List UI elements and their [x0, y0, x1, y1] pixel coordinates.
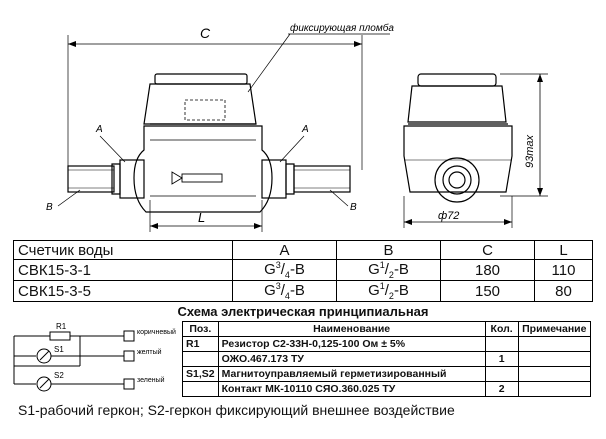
schematic-title: Схема электрическая принципиальная [177, 304, 429, 319]
label-s1: S1 [54, 345, 64, 354]
comp-header-note: Примечание [517, 321, 592, 337]
comp-header-qty: Кол. [484, 321, 519, 337]
circuit-schematic: R1 S1 S2 коричневый желтый зеленый [13, 322, 176, 392]
dim-height-label: 93max [524, 134, 536, 168]
seal-callout: фиксирующая пломба [247, 22, 394, 93]
comp-pos [182, 381, 219, 397]
table-row: ОЖО.467.173 ТУ 1 [182, 351, 592, 367]
comp-qty [484, 366, 519, 382]
spec-model: СВК15-3-5 [13, 280, 233, 302]
spec-thread-b: G1/2-B [336, 259, 441, 281]
wire-green-label: зеленый [137, 376, 165, 384]
footnote: S1-рабочий геркон; S2-геркон фиксирующий… [18, 402, 455, 418]
spec-l: 110 [534, 259, 593, 281]
meter-drawing: C фиксирующая пломба A A [46, 22, 548, 232]
label-a-right: A [301, 124, 309, 135]
spec-header-row: Счетчик воды A B C L [13, 240, 593, 260]
comp-note [517, 366, 592, 382]
comp-header-name: Наименование [217, 321, 486, 337]
table-row: S1,S2 Магнитоуправляемый герметизированн… [182, 366, 592, 382]
spec-header-model: Счетчик воды [13, 240, 233, 260]
dimension-c: C [67, 25, 363, 170]
spec-table: Счетчик воды A B C L СВК15-3-1 G3/4-B G1… [13, 240, 593, 302]
meter-side-view: A A B B [46, 73, 357, 213]
wire-brown-label: коричневый [137, 328, 176, 336]
table-row: СВК15-3-1 G3/4-B G1/2-B 180 110 [13, 259, 593, 281]
spec-c: 180 [440, 259, 535, 281]
comp-note [517, 381, 592, 397]
comp-name: Магнитоуправляемый герметизированный [217, 366, 486, 382]
comp-note [517, 336, 592, 352]
wire-yellow-label: желтый [137, 348, 162, 356]
comp-name: Резистор С2-33Н-0,125-100 Ом ± 5% [217, 336, 486, 352]
dimension-l: L [149, 200, 263, 232]
spec-c: 150 [440, 280, 535, 302]
label-r1: R1 [56, 322, 67, 331]
spec-header-a: A [232, 240, 337, 260]
table-row: R1 Резистор С2-33Н-0,125-100 Ом ± 5% [182, 336, 592, 352]
table-row: Контакт МК-10110 СЯО.360.025 ТУ 2 [182, 381, 592, 397]
spec-thread-a: G3/4-B [232, 259, 337, 281]
label-a-left: A [95, 124, 103, 135]
components-table: Поз. Наименование Кол. Примечание R1 Рез… [182, 321, 592, 397]
comp-qty [484, 336, 519, 352]
comp-qty: 1 [484, 351, 519, 367]
comp-qty: 2 [484, 381, 519, 397]
comp-note [517, 351, 592, 367]
spec-model: СВК15-3-1 [13, 259, 233, 281]
dim-c-label: C [200, 25, 211, 41]
comp-name: Контакт МК-10110 СЯО.360.025 ТУ [217, 381, 486, 397]
meter-front-view: ф72 93max [403, 73, 548, 228]
seal-label: фиксирующая пломба [290, 22, 394, 34]
dim-diameter-label: ф72 [438, 210, 459, 222]
comp-pos: S1,S2 [182, 366, 219, 382]
label-b-left: B [46, 202, 53, 213]
comp-name: ОЖО.467.173 ТУ [217, 351, 486, 367]
spec-header-c: C [440, 240, 535, 260]
comp-pos [182, 351, 219, 367]
spec-thread-a: G3/4-B [232, 280, 337, 302]
label-s2: S2 [54, 371, 64, 380]
comp-pos: R1 [182, 336, 219, 352]
table-row: СВК15-3-5 G3/4-B G1/2-B 150 80 [13, 280, 593, 302]
comp-header-pos: Поз. [182, 321, 219, 337]
spec-thread-b: G1/2-B [336, 280, 441, 302]
components-header-row: Поз. Наименование Кол. Примечание [182, 321, 592, 337]
spec-header-l: L [534, 240, 593, 260]
spec-header-b: B [336, 240, 441, 260]
dim-l-label: L [198, 210, 205, 225]
spec-l: 80 [534, 280, 593, 302]
label-b-right: B [350, 202, 357, 213]
